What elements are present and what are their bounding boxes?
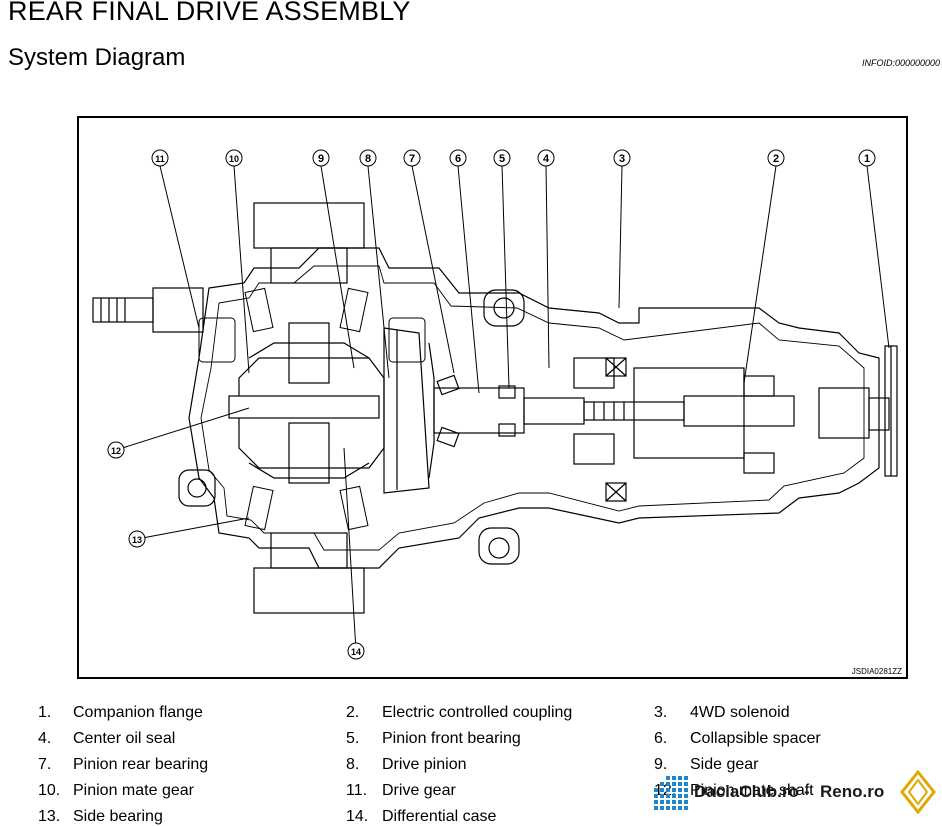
callout-leader (136, 517, 250, 540)
logo-dot (684, 794, 688, 798)
callout-circle (537, 149, 555, 167)
callout-leader (320, 165, 355, 369)
callout-number: 10 (229, 154, 239, 164)
grid-logo-icon (654, 776, 688, 810)
watermark: DaciaClub.ro - Reno.ro (652, 768, 942, 820)
logo-dot (660, 788, 664, 792)
callout-circle (151, 149, 169, 167)
callout-leader (866, 165, 890, 349)
callout-number: 3 (619, 153, 625, 165)
logo-dot (678, 806, 682, 810)
logo-dot (672, 806, 676, 810)
callout-circle (128, 530, 146, 548)
callout-number: 13 (132, 535, 142, 545)
logo-dot (666, 776, 670, 780)
logo-dot (660, 794, 664, 798)
callout-number: 11 (155, 154, 165, 164)
logo-dot (666, 788, 670, 792)
logo-dot (654, 806, 658, 810)
logo-dot (678, 782, 682, 786)
logo-dot (660, 782, 664, 786)
callout-leader (411, 165, 455, 374)
callout-leader (233, 165, 250, 374)
callout-circle (613, 149, 631, 167)
callout-leader (367, 165, 390, 379)
logo-dot (678, 776, 682, 780)
callout-number: 4 (543, 153, 550, 165)
callout-leader (618, 165, 623, 309)
logo-dot (684, 776, 688, 780)
figure-code: JSDIA0281ZZ (851, 667, 902, 676)
callout-number: 14 (351, 647, 361, 657)
logo-dot (654, 794, 658, 798)
callout-circle (312, 149, 330, 167)
callout-number: 5 (499, 153, 505, 165)
callout-leader (115, 407, 250, 451)
callout-circle (449, 149, 467, 167)
callout-number: 9 (318, 153, 324, 165)
assembly-diagram: 11 10 9 8 7 6 5 4 3 2 1 12 13 14 JSDIA0281ZZ (77, 116, 908, 679)
callout-leader (545, 165, 550, 369)
callout-leader (501, 165, 510, 389)
diamond-logo-icon (900, 770, 936, 814)
callout-leader (457, 165, 480, 394)
callout-leader (159, 165, 200, 329)
logo-dot (660, 800, 664, 804)
drive-assembly-drawing: 11 10 9 8 7 6 5 4 3 2 1 12 13 14 (92, 149, 898, 660)
watermark-site-1: DaciaClub.ro (694, 782, 799, 801)
logo-dot (666, 800, 670, 804)
logo-dot (672, 800, 676, 804)
logo-dot (654, 788, 658, 792)
callout-leader (343, 447, 357, 652)
callout-circle (493, 149, 511, 167)
logo-dot (672, 776, 676, 780)
callout-number: 8 (365, 153, 371, 165)
logo-dot (666, 794, 670, 798)
callout-circle (225, 149, 243, 167)
logo-dot (660, 806, 664, 810)
logo-dot (654, 800, 658, 804)
callout-leader (743, 165, 777, 384)
logo-dot (672, 782, 676, 786)
callout-number: 2 (773, 153, 779, 165)
logo-dot (684, 788, 688, 792)
logo-dot (666, 782, 670, 786)
callout-number: 1 (864, 153, 870, 165)
callout-circle (403, 149, 421, 167)
logo-dot (684, 782, 688, 786)
callout-circle (767, 149, 785, 167)
logo-dot (672, 788, 676, 792)
callout-number: 7 (409, 153, 415, 165)
callout-number: 6 (455, 153, 461, 165)
callout-circle (107, 441, 125, 459)
callout-number: 12 (111, 446, 121, 456)
callout-circle (858, 149, 876, 167)
callout-circle (347, 642, 365, 660)
logo-dot (684, 800, 688, 804)
page-title: REAR FINAL DRIVE ASSEMBLY (8, 0, 411, 26)
page-subtitle: System Diagram (8, 44, 186, 71)
logo-dot (678, 794, 682, 798)
info-id: INFOID:000000000 (861, 58, 940, 68)
logo-dot (684, 806, 688, 810)
watermark-separator: - (804, 782, 810, 801)
logo-dot (678, 800, 682, 804)
logo-dot (666, 806, 670, 810)
watermark-site-2: Reno.ro (820, 782, 885, 801)
logo-dot (678, 788, 682, 792)
logo-dot (672, 794, 676, 798)
callout-circle (359, 149, 377, 167)
